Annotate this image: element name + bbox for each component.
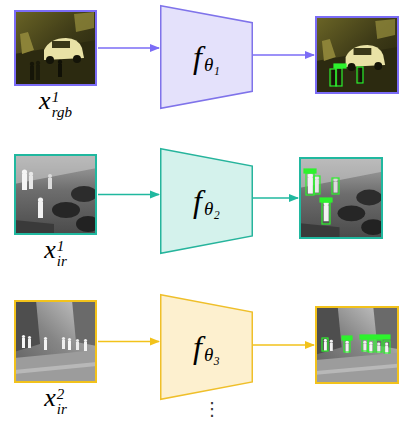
detection-box	[362, 339, 368, 351]
image-frame	[316, 307, 398, 383]
detection-tag	[320, 198, 332, 202]
parameter-subscript: θ₃	[204, 344, 220, 366]
detection-box	[357, 67, 363, 83]
detection-box	[322, 202, 330, 224]
input-images	[14, 10, 100, 383]
output-arrows	[253, 55, 314, 345]
trapezoid-shape	[161, 295, 253, 400]
detection-boxes	[322, 335, 390, 353]
detection-box	[306, 173, 314, 195]
network-block: fθ₁	[160, 5, 253, 109]
flow-arrow	[98, 47, 159, 49]
detection-box	[322, 338, 328, 351]
function-name: f	[193, 183, 202, 220]
detection-image	[316, 17, 398, 93]
detection-tag	[334, 64, 346, 68]
flow-arrow	[98, 194, 159, 196]
output-arrow	[253, 197, 298, 199]
input-label: xrgb1	[0, 86, 115, 120]
superscript: 2	[57, 387, 67, 402]
input-image: xir1	[14, 154, 97, 235]
subscript: ir	[57, 254, 67, 269]
variable-name: x	[44, 383, 56, 412]
output-images	[300, 17, 398, 383]
detection-boxes	[330, 64, 363, 86]
superscript: 1	[52, 90, 72, 105]
image-frame	[300, 158, 382, 238]
detection-box	[330, 69, 336, 86]
detection-tag	[342, 336, 352, 340]
network-block: fθ₂	[160, 148, 253, 254]
continuation-dots: ⋮	[203, 398, 221, 419]
detection-boxes	[304, 169, 339, 224]
detection-image	[316, 307, 398, 383]
trapezoid-shape	[161, 149, 253, 254]
superscript: 1	[57, 239, 67, 254]
output-arrow	[253, 54, 314, 56]
network-block: fθ₃	[160, 294, 253, 400]
detection-box	[368, 340, 374, 352]
detection-box	[344, 340, 350, 352]
input-label: xir2	[0, 383, 115, 417]
function-name: f	[193, 329, 202, 366]
trapezoid-shape	[161, 6, 253, 109]
input-label: xir1	[0, 235, 115, 269]
parameter-subscript: θ₁	[204, 54, 220, 76]
ir-image	[14, 154, 100, 235]
script-stack: rgb1	[52, 90, 72, 120]
image-frame	[316, 17, 398, 93]
subscript: rgb	[52, 105, 72, 120]
script-stack: ir1	[57, 239, 67, 269]
input-image: xrgb1	[14, 10, 97, 86]
ir-image	[14, 300, 97, 383]
rgb-image	[14, 10, 97, 86]
detection-box	[376, 340, 382, 352]
function-label: fθ₃	[160, 294, 253, 400]
detection-box	[314, 176, 320, 194]
detection-box	[384, 341, 390, 353]
function-label: fθ₁	[160, 5, 253, 109]
variable-name: x	[39, 86, 51, 115]
parameter-subscript: θ₂	[204, 198, 220, 220]
script-stack: ir2	[57, 387, 67, 417]
detection-image	[300, 158, 385, 238]
flow-arrow	[98, 341, 159, 343]
variable-name: x	[44, 235, 56, 264]
input-image: xir2	[14, 300, 97, 383]
output-arrow	[253, 344, 314, 346]
detection-tag	[304, 169, 316, 173]
detection-box	[336, 68, 342, 86]
detection-box	[332, 178, 339, 194]
function-name: f	[193, 39, 202, 76]
detection-tag	[360, 335, 390, 339]
function-label: fθ₂	[160, 148, 253, 254]
subscript: ir	[57, 402, 67, 417]
